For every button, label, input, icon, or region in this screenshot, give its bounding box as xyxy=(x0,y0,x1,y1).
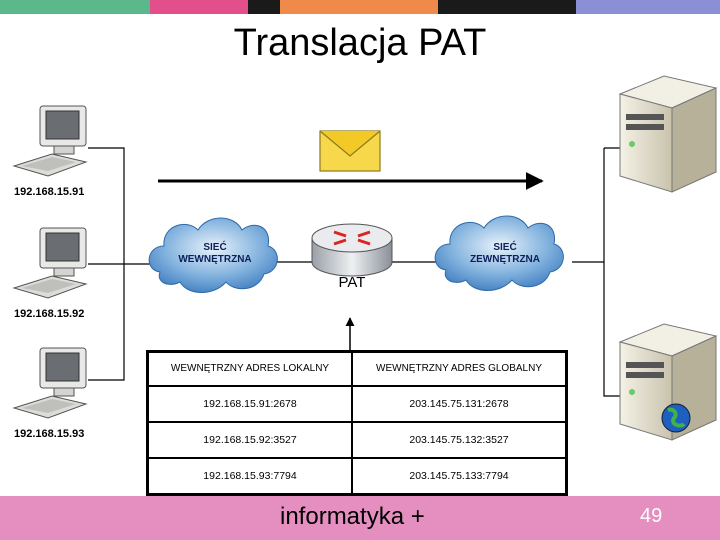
globe-icon xyxy=(661,403,691,433)
table-row: 192.168.15.91:2678 203.145.75.131:2678 xyxy=(148,385,566,422)
table-cell: 192.168.15.91:2678 xyxy=(148,385,353,422)
cloud-icon xyxy=(434,215,564,291)
host-ip-label: 192.168.15.91 xyxy=(14,186,85,198)
table-row: 192.168.15.93:7794 203.145.75.133:7794 xyxy=(148,457,566,494)
table-cell: 203.145.75.131:2678 xyxy=(352,385,566,422)
footer-bar xyxy=(0,496,720,540)
top-bar-segment xyxy=(0,0,150,14)
top-color-bar xyxy=(0,0,720,14)
pc-icon xyxy=(12,347,88,419)
cloud-label-line: WEWNĘTRZNA xyxy=(178,254,252,265)
pc-icon xyxy=(12,105,88,177)
host-ip-label: 192.168.15.92 xyxy=(14,308,85,320)
top-bar-segment xyxy=(438,0,576,14)
internal-network-label: SIEĆ WEWNĘTRZNA xyxy=(160,242,270,266)
cloud-icon xyxy=(148,217,278,293)
envelope-icon xyxy=(319,130,381,172)
table-row: 192.168.15.92:3527 203.145.75.132:3527 xyxy=(148,421,566,458)
table-cell: 192.168.15.92:3527 xyxy=(148,421,353,458)
page-number: 49 xyxy=(640,505,663,527)
external-network-label: SIEĆ ZEWNĘTRZNA xyxy=(450,242,560,266)
top-bar-segment xyxy=(576,0,720,14)
translation-table: WEWNĘTRZNY ADRES LOKALNY WEWNĘTRZNY ADRE… xyxy=(146,350,568,496)
table-header: WEWNĘTRZNY ADRES GLOBALNY xyxy=(352,352,566,386)
table-cell: 203.145.75.133:7794 xyxy=(352,457,566,494)
top-bar-segment xyxy=(280,0,438,14)
cloud-label-line: ZEWNĘTRZNA xyxy=(470,254,540,265)
table-cell: 192.168.15.93:7794 xyxy=(148,457,353,494)
pc-icon xyxy=(12,227,88,299)
server-icon xyxy=(618,75,718,193)
top-bar-segment xyxy=(150,0,248,14)
cloud-label-line: SIEĆ xyxy=(203,242,227,253)
table-header: WEWNĘTRZNY ADRES LOKALNY xyxy=(148,352,353,386)
router-label: PAT xyxy=(338,274,366,291)
slide-title: Translacja PAT xyxy=(233,22,487,64)
table-cell: 203.145.75.132:3527 xyxy=(352,421,566,458)
router-icon xyxy=(311,223,393,277)
cloud-label-line: SIEĆ xyxy=(493,242,517,253)
table-header-row: WEWNĘTRZNY ADRES LOKALNY WEWNĘTRZNY ADRE… xyxy=(148,352,566,386)
top-bar-segment xyxy=(248,0,280,14)
connection-lines xyxy=(88,147,626,397)
host-ip-label: 192.168.15.93 xyxy=(14,428,85,440)
footer-brand: informatyka + xyxy=(280,503,425,530)
